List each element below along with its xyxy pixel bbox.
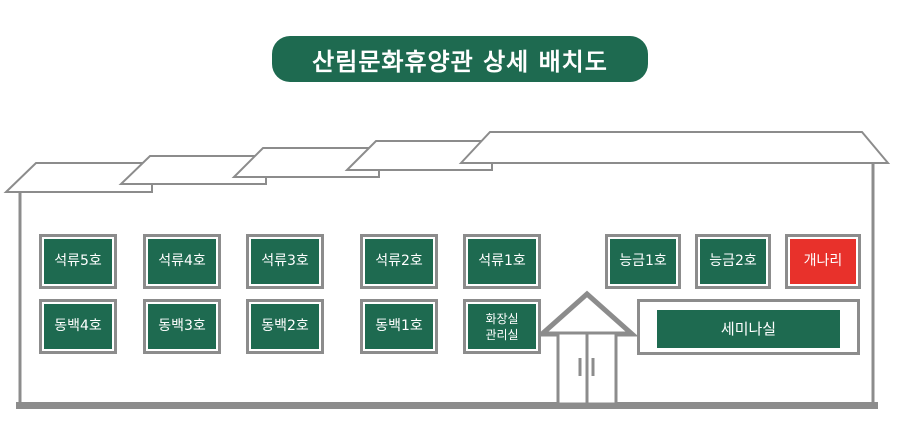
room-label: 동백4호 [44,304,112,349]
room-label: 개나리 [790,239,856,284]
building-floor [16,402,878,409]
diagram-title: 산림문화휴양관 상세 배치도 [272,36,648,82]
room-dongbaek-3[interactable]: 동백3호 [143,299,221,354]
restroom-label: 화장실 [485,311,519,326]
room-seokryu-2[interactable]: 석류2호 [360,234,438,289]
room-seokryu-3[interactable]: 석류3호 [246,234,324,289]
room-seminar[interactable]: 세미나실 [637,299,860,355]
entrance-roof [535,290,639,337]
room-label: 능금2호 [700,239,766,284]
office-label: 관리실 [485,327,519,342]
room-label: 석류2호 [365,239,433,284]
room-seokryu-4[interactable]: 석류4호 [143,234,221,289]
room-dongbaek-2[interactable]: 동백2호 [246,299,324,354]
room-dongbaek-4[interactable]: 동백4호 [39,299,117,354]
room-label: 화장실 관리실 [468,304,536,349]
room-neunggeum-1[interactable]: 능금1호 [605,234,681,289]
room-label: 석류4호 [148,239,216,284]
room-seokryu-1[interactable]: 석류1호 [463,234,541,289]
room-label: 동백2호 [251,304,319,349]
room-neunggeum-2[interactable]: 능금2호 [695,234,771,289]
room-label: 동백3호 [148,304,216,349]
room-label: 석류5호 [44,239,112,284]
room-label: 능금1호 [610,239,676,284]
room-label: 석류3호 [251,239,319,284]
room-label: 석류1호 [468,239,536,284]
roof-segment-5 [458,131,891,164]
seminar-label: 세미나실 [657,310,840,348]
room-seokryu-5[interactable]: 석류5호 [39,234,117,289]
room-gaenari[interactable]: 개나리 [785,234,861,289]
room-label: 동백1호 [365,304,433,349]
room-dongbaek-1[interactable]: 동백1호 [360,299,438,354]
room-restroom-office[interactable]: 화장실 관리실 [463,299,541,354]
